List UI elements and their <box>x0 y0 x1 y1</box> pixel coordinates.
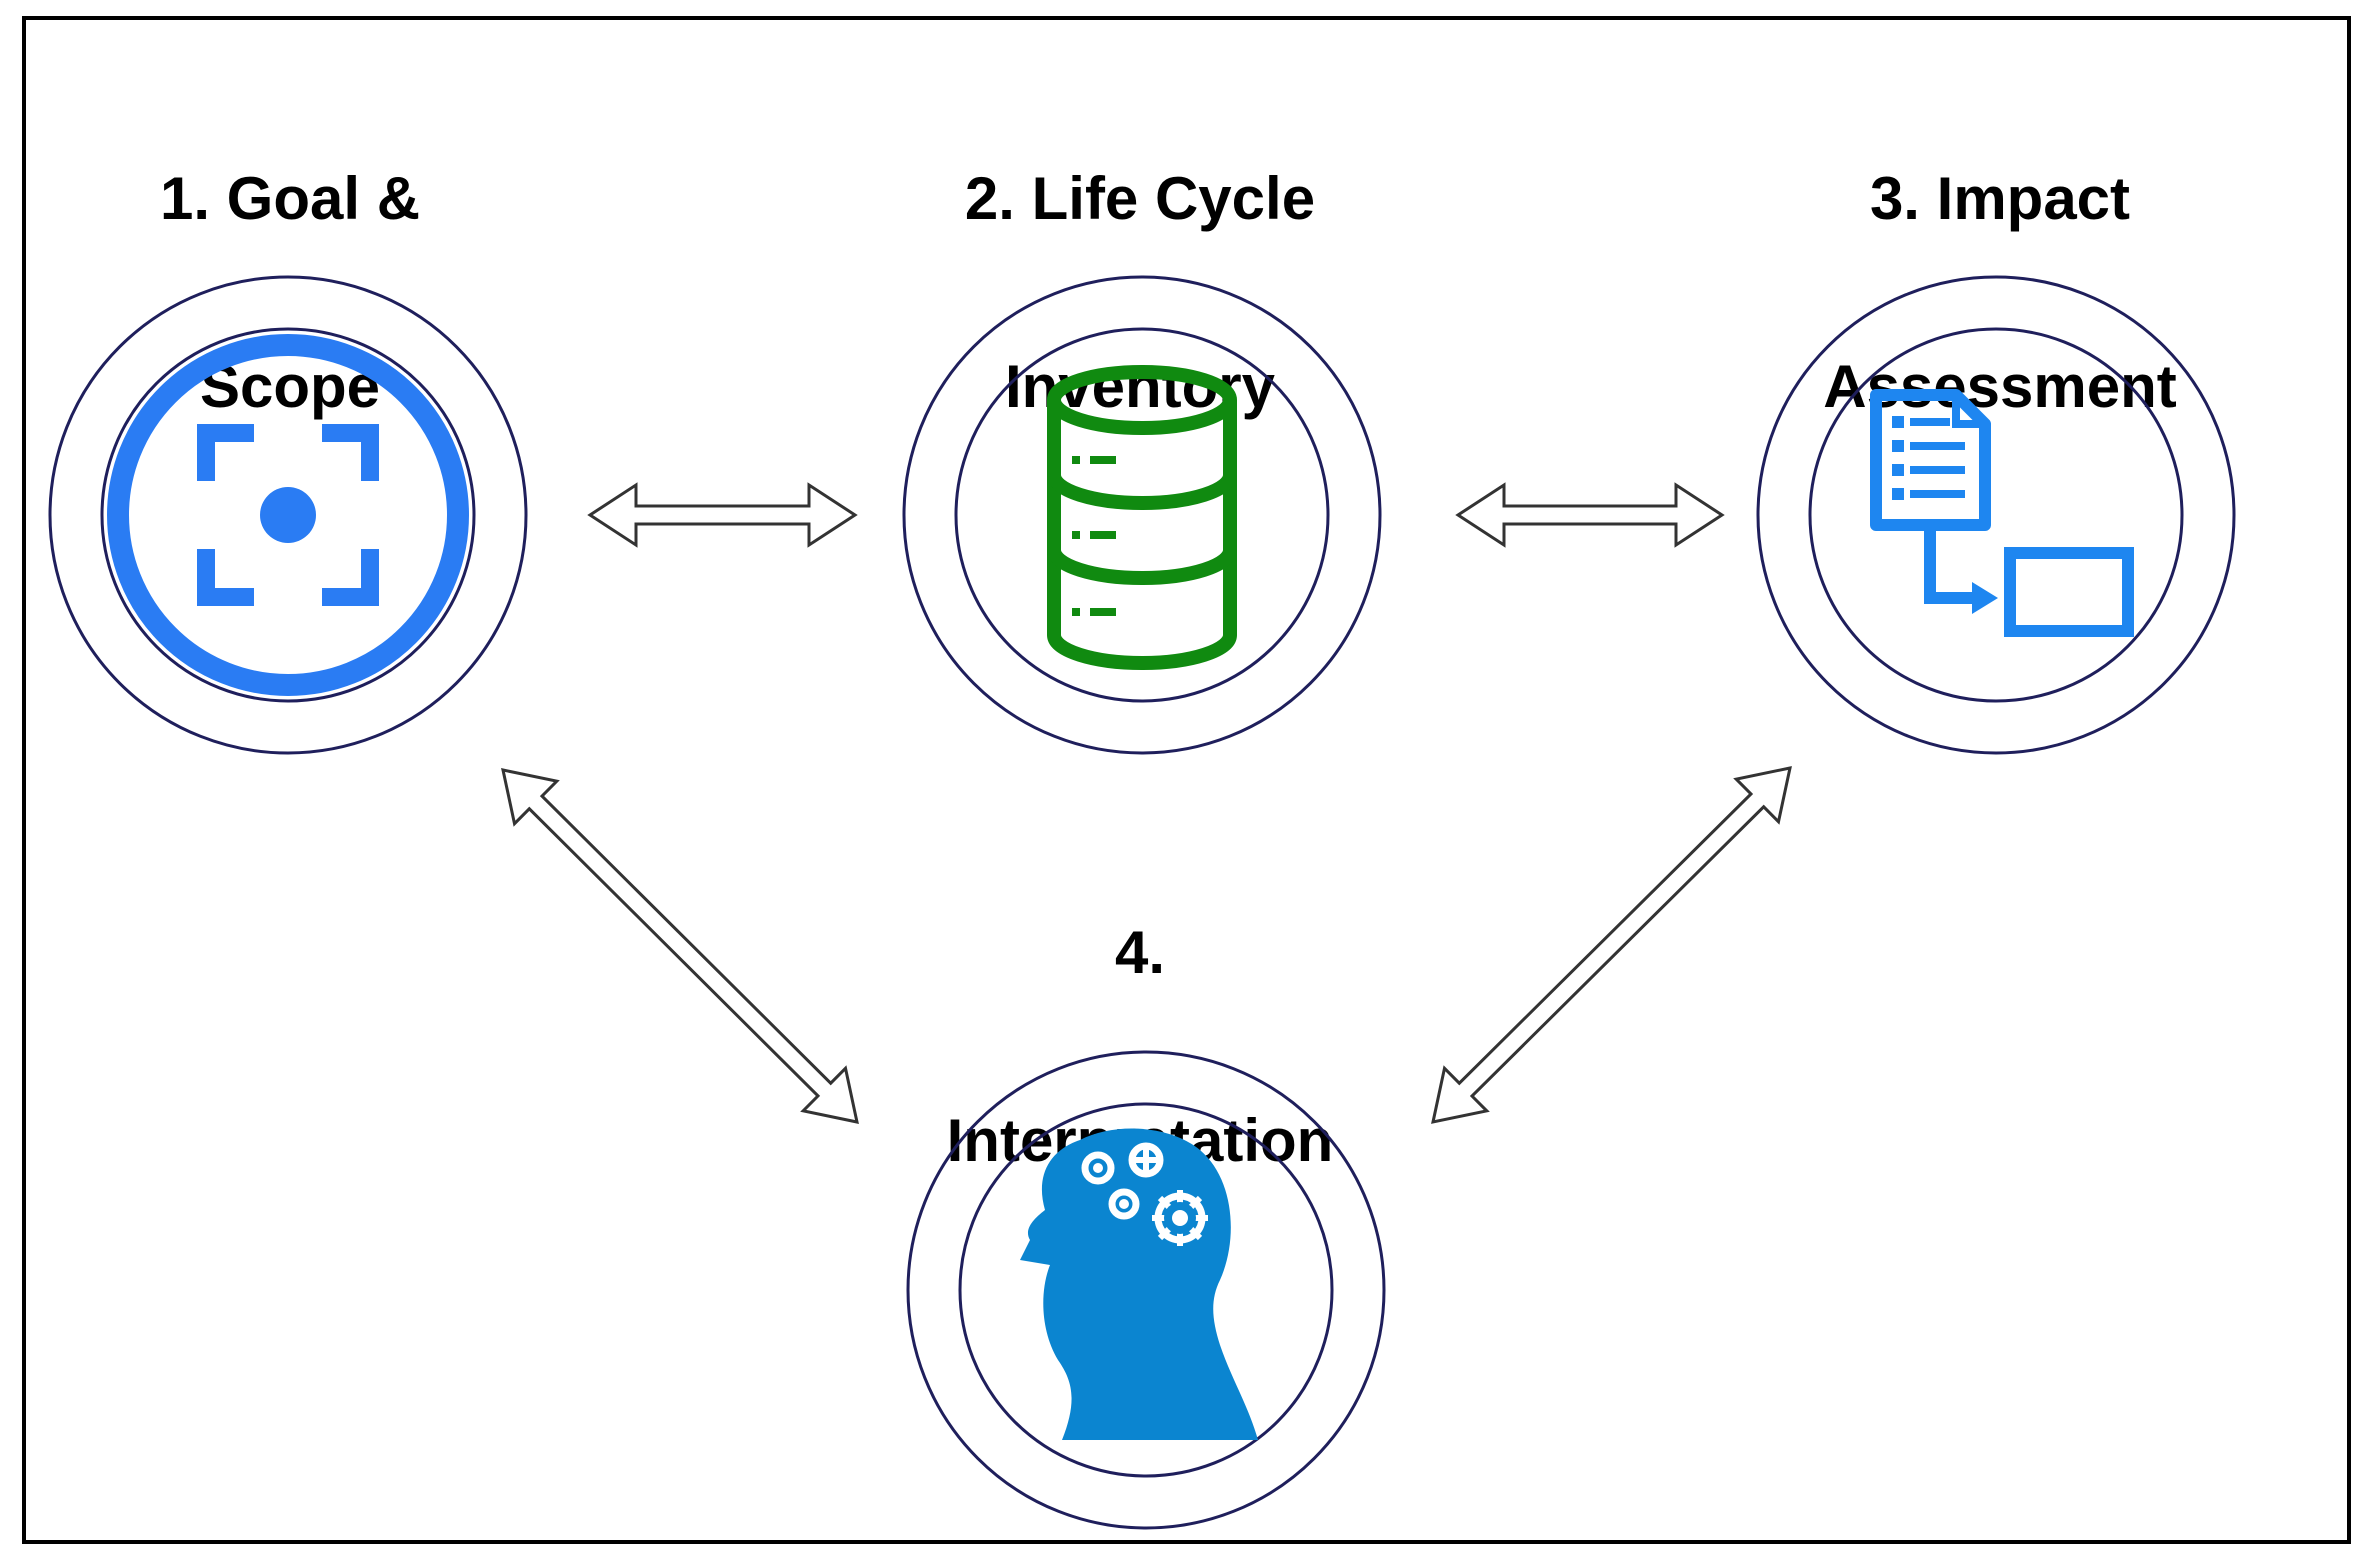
stage-label-impact-line1: 3. Impact <box>1869 165 2131 232</box>
inner-ring <box>954 327 1330 703</box>
inner-ring <box>1808 327 2184 703</box>
stage-node-interpretation <box>906 1050 1386 1530</box>
stage-label-impact-assessment: 3. Impact Assessment <box>1720 58 2280 528</box>
stage-label-goal-scope-line1: 1. Goal & <box>159 165 421 232</box>
stage-label-interpretation-line1: 4. <box>1114 919 1166 986</box>
outer-ring <box>906 1050 1386 1530</box>
stage-node-life-cycle-inventory <box>902 275 1382 755</box>
document-flow-icon <box>1870 389 2134 637</box>
inner-ring <box>100 327 476 703</box>
connection-arrows <box>501 482 1792 1124</box>
arrow-impact-interpretation <box>1431 766 1792 1124</box>
head-gears-icon <box>1020 1128 1258 1440</box>
inner-ring <box>958 1102 1334 1478</box>
outer-ring <box>902 275 1382 755</box>
target-focus-icon <box>107 334 469 696</box>
arrow-goal-inventory <box>587 482 858 548</box>
stage-node-impact-assessment <box>1756 275 2236 755</box>
arrow-goal-interpretation <box>501 768 859 1124</box>
arrow-inventory-impact <box>1455 482 1725 548</box>
stage-label-impact-line2: Assessment <box>1823 353 2177 420</box>
database-icon <box>1047 365 1237 670</box>
outer-ring <box>1756 275 2236 755</box>
stage-label-inventory-line1: 2. Life Cycle <box>964 165 1316 232</box>
outer-ring <box>48 275 528 755</box>
stage-node-goal-scope <box>48 275 528 755</box>
